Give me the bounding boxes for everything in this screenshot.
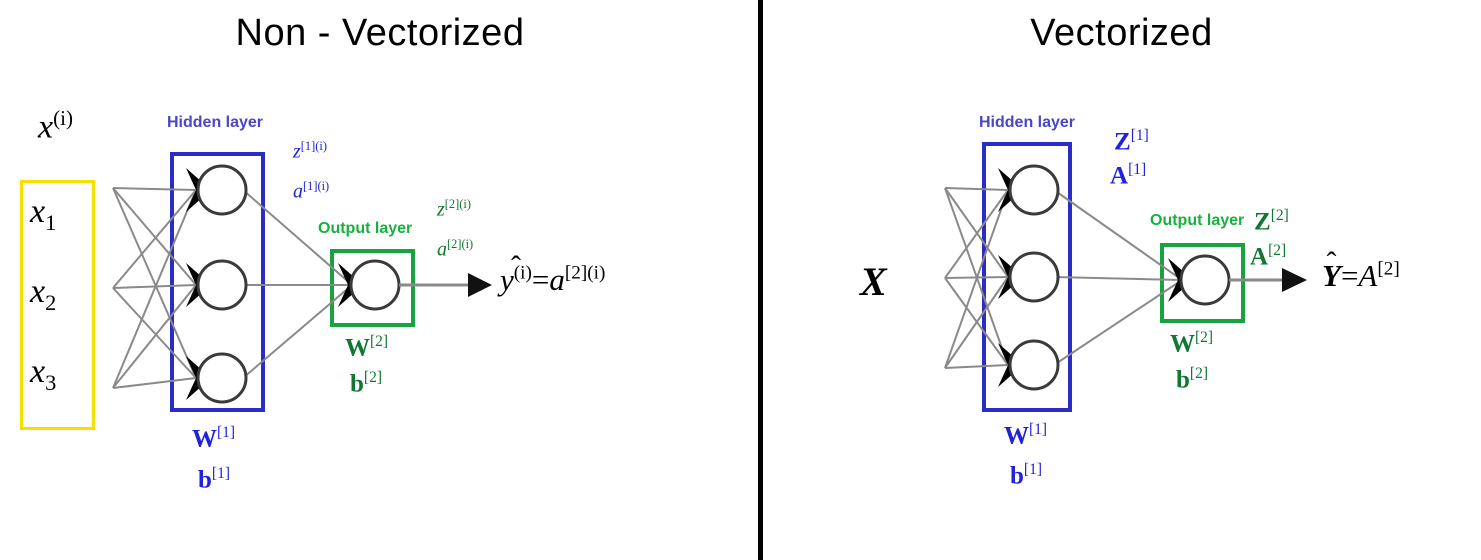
output-weight-label-left: W[2] — [345, 333, 389, 362]
hidden-bias-label-left: b[1] — [198, 465, 230, 494]
input-vector-symbol: x(i) — [38, 106, 73, 146]
input-node-x1: x1 — [30, 193, 57, 235]
panel-non-vectorized: Non - Vectorized x(i) x1 x2 x3 Hidden la… — [20, 12, 606, 494]
hidden-neuron-2-right — [998, 251, 1060, 303]
output-arrow-right — [1229, 268, 1307, 292]
hidden-neuron-2-left — [186, 259, 248, 311]
output-bias-label-left: b[2] — [350, 369, 382, 398]
edges-hidden-to-output-right — [1053, 189, 1183, 366]
hidden-layer-box-left — [170, 152, 265, 412]
output-activation-z-left: z[2](i) — [437, 197, 471, 221]
hidden-neuron-1-left — [186, 164, 248, 216]
hidden-layer-caption-left: Hidden layer — [167, 114, 264, 131]
hidden-activation-A-right: A[1] — [1110, 161, 1147, 190]
Y-hat-group-right: ̂Y — [1322, 258, 1341, 293]
hidden-weight-label-right: W[1] — [1004, 421, 1048, 450]
hidden-activation-a-left: a[1](i) — [293, 179, 330, 203]
network-graph-left — [112, 164, 492, 404]
input-layer-box — [20, 180, 95, 430]
input-node-x2: x2 — [30, 273, 57, 315]
hidden-neuron-3-right — [998, 339, 1060, 391]
hidden-bias-label-right: b[1] — [1010, 461, 1042, 490]
panel-title-vectorized: Vectorized — [1030, 12, 1213, 54]
output-expression-left: ̂y(i)=a[2](i) — [500, 262, 606, 297]
edges-hidden-to-output-left — [242, 189, 353, 379]
output-arrow-left — [399, 273, 492, 297]
output-layer-caption-left: Output layer — [318, 220, 413, 237]
input-node-x3: x3 — [30, 353, 57, 395]
panel-title-non-vectorized: Non - Vectorized — [235, 12, 525, 54]
output-expression-right: ̂Y=A[2] — [1322, 258, 1400, 293]
output-neuron-right — [1168, 254, 1231, 306]
hidden-activation-z-left: z[1](i) — [293, 139, 327, 163]
hidden-neuron-3-left — [186, 352, 248, 404]
equals-sign-left: = — [531, 262, 550, 297]
equals-sign-right: = — [1340, 258, 1359, 293]
output-layer-box-left — [330, 249, 415, 327]
output-activation-A-right: A[2] — [1250, 242, 1287, 271]
output-layer-box-right — [1160, 243, 1245, 323]
panel-vectorized: Vectorized X Hidden layer Output layer — [762, 0, 1481, 560]
hidden-layer-caption-right: Hidden layer — [979, 114, 1076, 131]
input-matrix-symbol: X — [860, 259, 887, 304]
edges-input-to-hidden-right — [944, 187, 1009, 369]
output-layer-caption-right: Output layer — [1150, 212, 1245, 229]
network-graph-right — [944, 164, 1307, 391]
output-activation-a-left: a[2](i) — [437, 237, 474, 261]
panel-divider — [758, 0, 763, 560]
hidden-neuron-1-right — [998, 164, 1060, 216]
output-activation-Z-right: Z[2] — [1254, 207, 1289, 236]
edges-input-to-hidden-left — [112, 187, 197, 389]
hidden-activation-Z-right: Z[1] — [1114, 127, 1149, 156]
output-weight-label-right: W[2] — [1170, 329, 1214, 358]
output-bias-label-right: b[2] — [1176, 365, 1208, 394]
y-hat-group-left: ̂y(i) — [500, 262, 532, 297]
hidden-weight-label-left: W[1] — [192, 424, 236, 453]
